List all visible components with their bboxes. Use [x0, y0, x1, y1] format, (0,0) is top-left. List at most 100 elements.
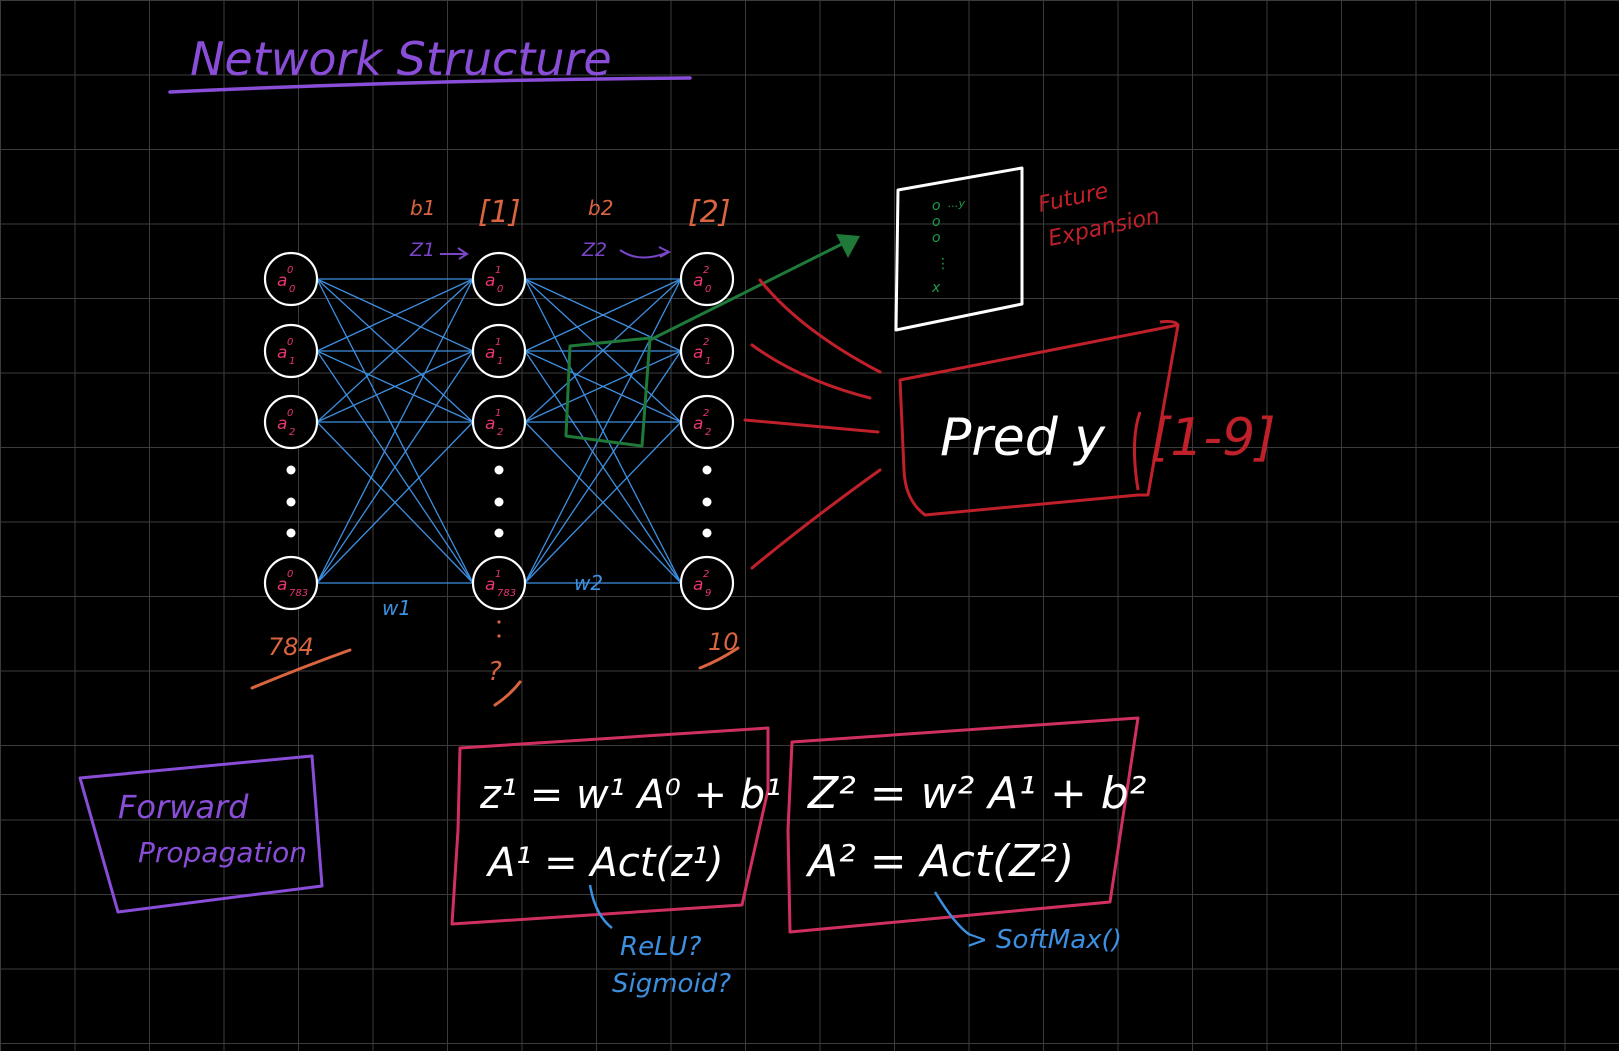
neuron-node: a2 9	[679, 555, 735, 611]
svg-text:0: 0	[287, 408, 293, 419]
neuron-node: a01	[263, 323, 319, 379]
svg-text:2: 2	[703, 569, 709, 580]
svg-text:783: 783	[497, 588, 516, 599]
forward-line1: Forward	[118, 788, 249, 826]
svg-text:9: 9	[705, 588, 711, 599]
bias-label-1: b1	[410, 196, 435, 220]
neuron-node: a1 783	[471, 555, 527, 611]
bias-label-2: b2	[588, 196, 613, 220]
arrow-head-icon	[836, 234, 860, 258]
svg-text:a: a	[693, 414, 703, 434]
ellipsis-dot	[497, 620, 501, 624]
neuron-node: a2 0	[679, 251, 735, 307]
neuron-node: a1 1	[471, 323, 527, 379]
svg-text:783: 783	[289, 588, 308, 599]
weight-edge	[524, 350, 682, 584]
equation-box-layer2	[786, 716, 1140, 934]
svg-text:a: a	[693, 343, 703, 363]
forward-propagation-box	[78, 754, 324, 914]
svg-text:a: a	[485, 575, 495, 595]
svg-text:a: a	[693, 271, 703, 291]
svg-text:0: 0	[705, 284, 711, 295]
z-label-2: Z2	[581, 239, 607, 261]
ellipsis-dot	[286, 497, 296, 507]
svg-text:0: 0	[497, 284, 503, 295]
z-label-1: Z1	[409, 239, 435, 261]
future-nodes: o o o x ...y ⋮	[931, 197, 965, 296]
weight-label-2: w2	[574, 571, 603, 595]
ellipsis-dot	[702, 497, 712, 507]
ellipsis-dot	[286, 528, 296, 538]
svg-text:o: o	[932, 230, 941, 246]
svg-text:a: a	[277, 414, 287, 434]
neuron-node: a0 2	[263, 394, 319, 450]
weight-edge	[524, 421, 682, 584]
z2-arrow	[619, 246, 672, 259]
future-arrow	[649, 238, 851, 342]
svg-text:1: 1	[495, 408, 501, 419]
svg-text:a: a	[277, 575, 287, 595]
equation-a1: A¹ = Act(z¹)	[485, 840, 724, 886]
weight-edge	[316, 350, 474, 423]
weight-edges	[316, 278, 682, 584]
output-connectors	[743, 278, 882, 570]
weight-edge	[316, 421, 474, 584]
svg-text:2: 2	[703, 265, 709, 276]
svg-text:1: 1	[497, 356, 503, 367]
equation-z1: z¹ = w¹ A⁰ + b¹	[479, 772, 781, 818]
activation-pointer-2	[933, 891, 971, 937]
svg-text:1: 1	[289, 356, 295, 367]
svg-text:0: 0	[287, 265, 293, 276]
equation-z2: Z² = w² A¹ + b²	[807, 768, 1146, 819]
layer-count-0: 784	[268, 633, 314, 661]
count-underline-2	[698, 646, 740, 670]
layer-bracket-1: [1]	[478, 195, 521, 230]
ellipsis-dot	[494, 497, 504, 507]
activation-note-softmax: > SoftMax()	[966, 925, 1122, 955]
svg-text:o: o	[932, 214, 941, 230]
svg-text:2: 2	[289, 427, 295, 438]
activation-pointer-1	[588, 884, 613, 929]
svg-text:0: 0	[287, 337, 293, 348]
activation-note-relu: ReLU?	[620, 932, 702, 962]
equation-a2: A² = Act(Z²)	[805, 836, 1074, 887]
ellipsis-dot	[494, 465, 504, 475]
weight-edge	[316, 350, 474, 584]
neuron-node: a10	[471, 251, 527, 307]
svg-text:a: a	[485, 343, 495, 363]
svg-text:a: a	[693, 575, 703, 595]
z1-arrow	[440, 247, 469, 260]
weight-edge	[316, 278, 474, 584]
prediction-label: Pred y	[940, 408, 1106, 468]
highlight-box	[564, 336, 652, 448]
future-expansion-box	[894, 166, 1024, 332]
svg-text:⋮: ⋮	[936, 256, 950, 272]
weight-edge	[524, 278, 682, 423]
svg-text:2: 2	[497, 427, 503, 438]
weight-edge	[524, 350, 682, 423]
prediction-box	[898, 323, 1180, 517]
ellipsis-dot	[702, 465, 712, 475]
activation-note-sigmoid: Sigmoid?	[612, 969, 731, 999]
svg-text:0: 0	[289, 284, 295, 295]
neuron-node: a2 2	[679, 394, 735, 450]
svg-text:2: 2	[703, 408, 709, 419]
neuron-node: a21	[679, 323, 735, 379]
svg-text:a: a	[485, 414, 495, 434]
title-underline	[168, 76, 692, 94]
svg-text:1: 1	[495, 337, 501, 348]
ellipsis-dot	[497, 634, 501, 638]
svg-text:2: 2	[705, 427, 711, 438]
svg-text:0: 0	[287, 569, 293, 580]
weight-edge	[316, 278, 474, 352]
weight-label-1: w1	[382, 596, 411, 620]
prediction-range: [1-9]	[1150, 408, 1276, 468]
ellipsis-dot	[286, 465, 296, 475]
svg-text:1: 1	[495, 569, 501, 580]
svg-text:x: x	[931, 280, 941, 296]
count-underline-0	[250, 648, 352, 690]
ellipsis-dot	[702, 528, 712, 538]
